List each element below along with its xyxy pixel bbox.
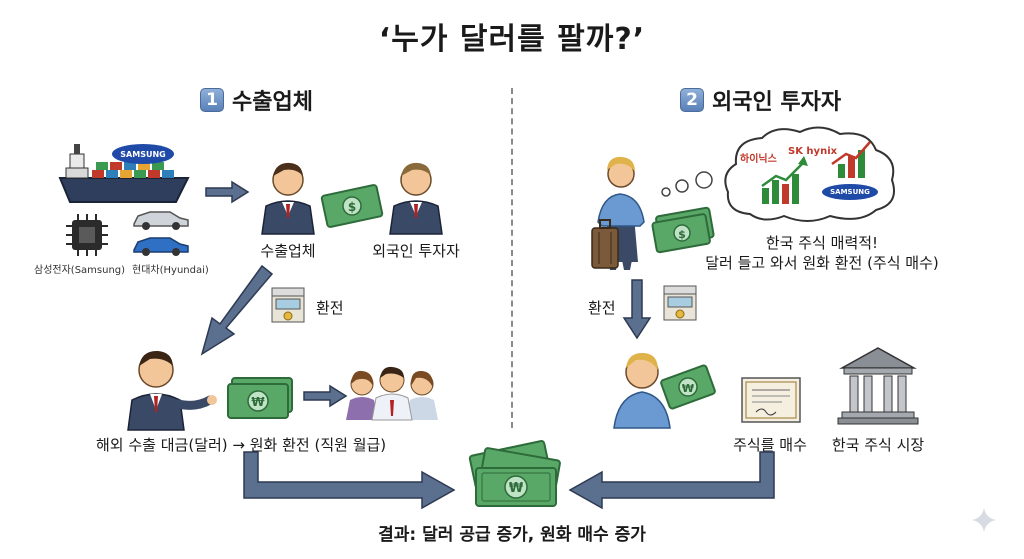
stock-certificate-icon [741, 377, 801, 423]
section-divider [511, 88, 513, 428]
won-bill-stack: ₩ [227, 377, 293, 419]
investor-label: 외국인 투자자 [372, 242, 460, 260]
exchange-label-left: 환전 [316, 299, 344, 317]
exporter-flow-label: 해외 수출 대금(달러) → 원화 환전 (직원 월급) [96, 436, 387, 454]
section-title-investor: 외국인 투자자 [712, 90, 842, 115]
car-icon-silver [133, 211, 189, 230]
exporter-label: 수출업체 [260, 242, 316, 260]
svg-text:₩: ₩ [509, 481, 524, 496]
arrow-from-right [568, 451, 775, 510]
caption-line-1: 한국 주식 매력적! [765, 234, 879, 252]
samsung-logo-thought: SAMSUNG [822, 184, 878, 200]
exchange-booth-icon [271, 287, 305, 323]
page-title: ‘누가 달러를 팔까?’ [378, 22, 646, 57]
foreign-investor-businessman [389, 162, 443, 235]
arrow-right-employees [303, 384, 348, 408]
hynix-korean-brand: 하이닉스 [740, 154, 777, 165]
microchip-icon [66, 214, 108, 256]
svg-text:₩: ₩ [682, 382, 694, 395]
employer-businessman [127, 350, 217, 431]
company-label-hyundai: 현대차(Hyundai) [132, 265, 209, 276]
central-money-pile: ₩ [468, 440, 561, 507]
section-heading-investor: 2 외국인 투자자 [680, 84, 841, 116]
stock-market-building-icon [837, 347, 919, 425]
arrow-right-small [205, 180, 250, 204]
arrow-down-right-side [622, 279, 652, 340]
buy-stocks-label: 주식를 매수 [733, 436, 807, 454]
section-heading-exporter: 1 수출업체 [200, 84, 313, 116]
caption-line-2: 달러 들고 와서 원화 환전 (주식 매수) [705, 254, 939, 272]
sparkle-icon [972, 508, 996, 532]
company-label-samsung: 삼성전자(Samsung) [34, 265, 126, 276]
section-title-exporter: 수출업체 [232, 90, 313, 115]
bar-chart-icon-left [761, 156, 808, 204]
exchange-label-right: 환전 [588, 299, 616, 317]
thought-cloud [724, 126, 895, 222]
arrow-from-left [243, 451, 456, 510]
svg-text:₩: ₩ [251, 395, 265, 409]
sk-hynix-brand: SK hynix [788, 146, 838, 157]
dollar-bill-stack-tourist: $ [651, 206, 715, 254]
svg-text:$: $ [348, 200, 356, 214]
won-bill-investor: ₩ [660, 364, 716, 410]
number-badge-1: 1 [200, 88, 224, 112]
thought-dots [661, 171, 713, 197]
exchange-booth-icon-right [663, 285, 697, 321]
dollar-bill-handover: $ [320, 184, 384, 228]
cargo-ship-icon [58, 144, 190, 203]
exporter-businessman [261, 162, 315, 235]
samsung-logo: SAMSUNG [112, 144, 174, 164]
suitcase-icon [591, 219, 619, 269]
svg-text:$: $ [678, 228, 686, 241]
arrow-down-left [200, 264, 274, 356]
number-badge-2: 2 [680, 88, 704, 112]
employees-group [346, 366, 438, 421]
bar-chart-icon-right [831, 141, 871, 178]
investor-with-won [613, 352, 671, 429]
result-label: 결과: 달러 공급 증가, 원화 매수 증가 [378, 525, 646, 545]
korea-stock-market-label: 한국 주식 시장 [831, 436, 925, 454]
car-icon-blue [133, 237, 189, 256]
